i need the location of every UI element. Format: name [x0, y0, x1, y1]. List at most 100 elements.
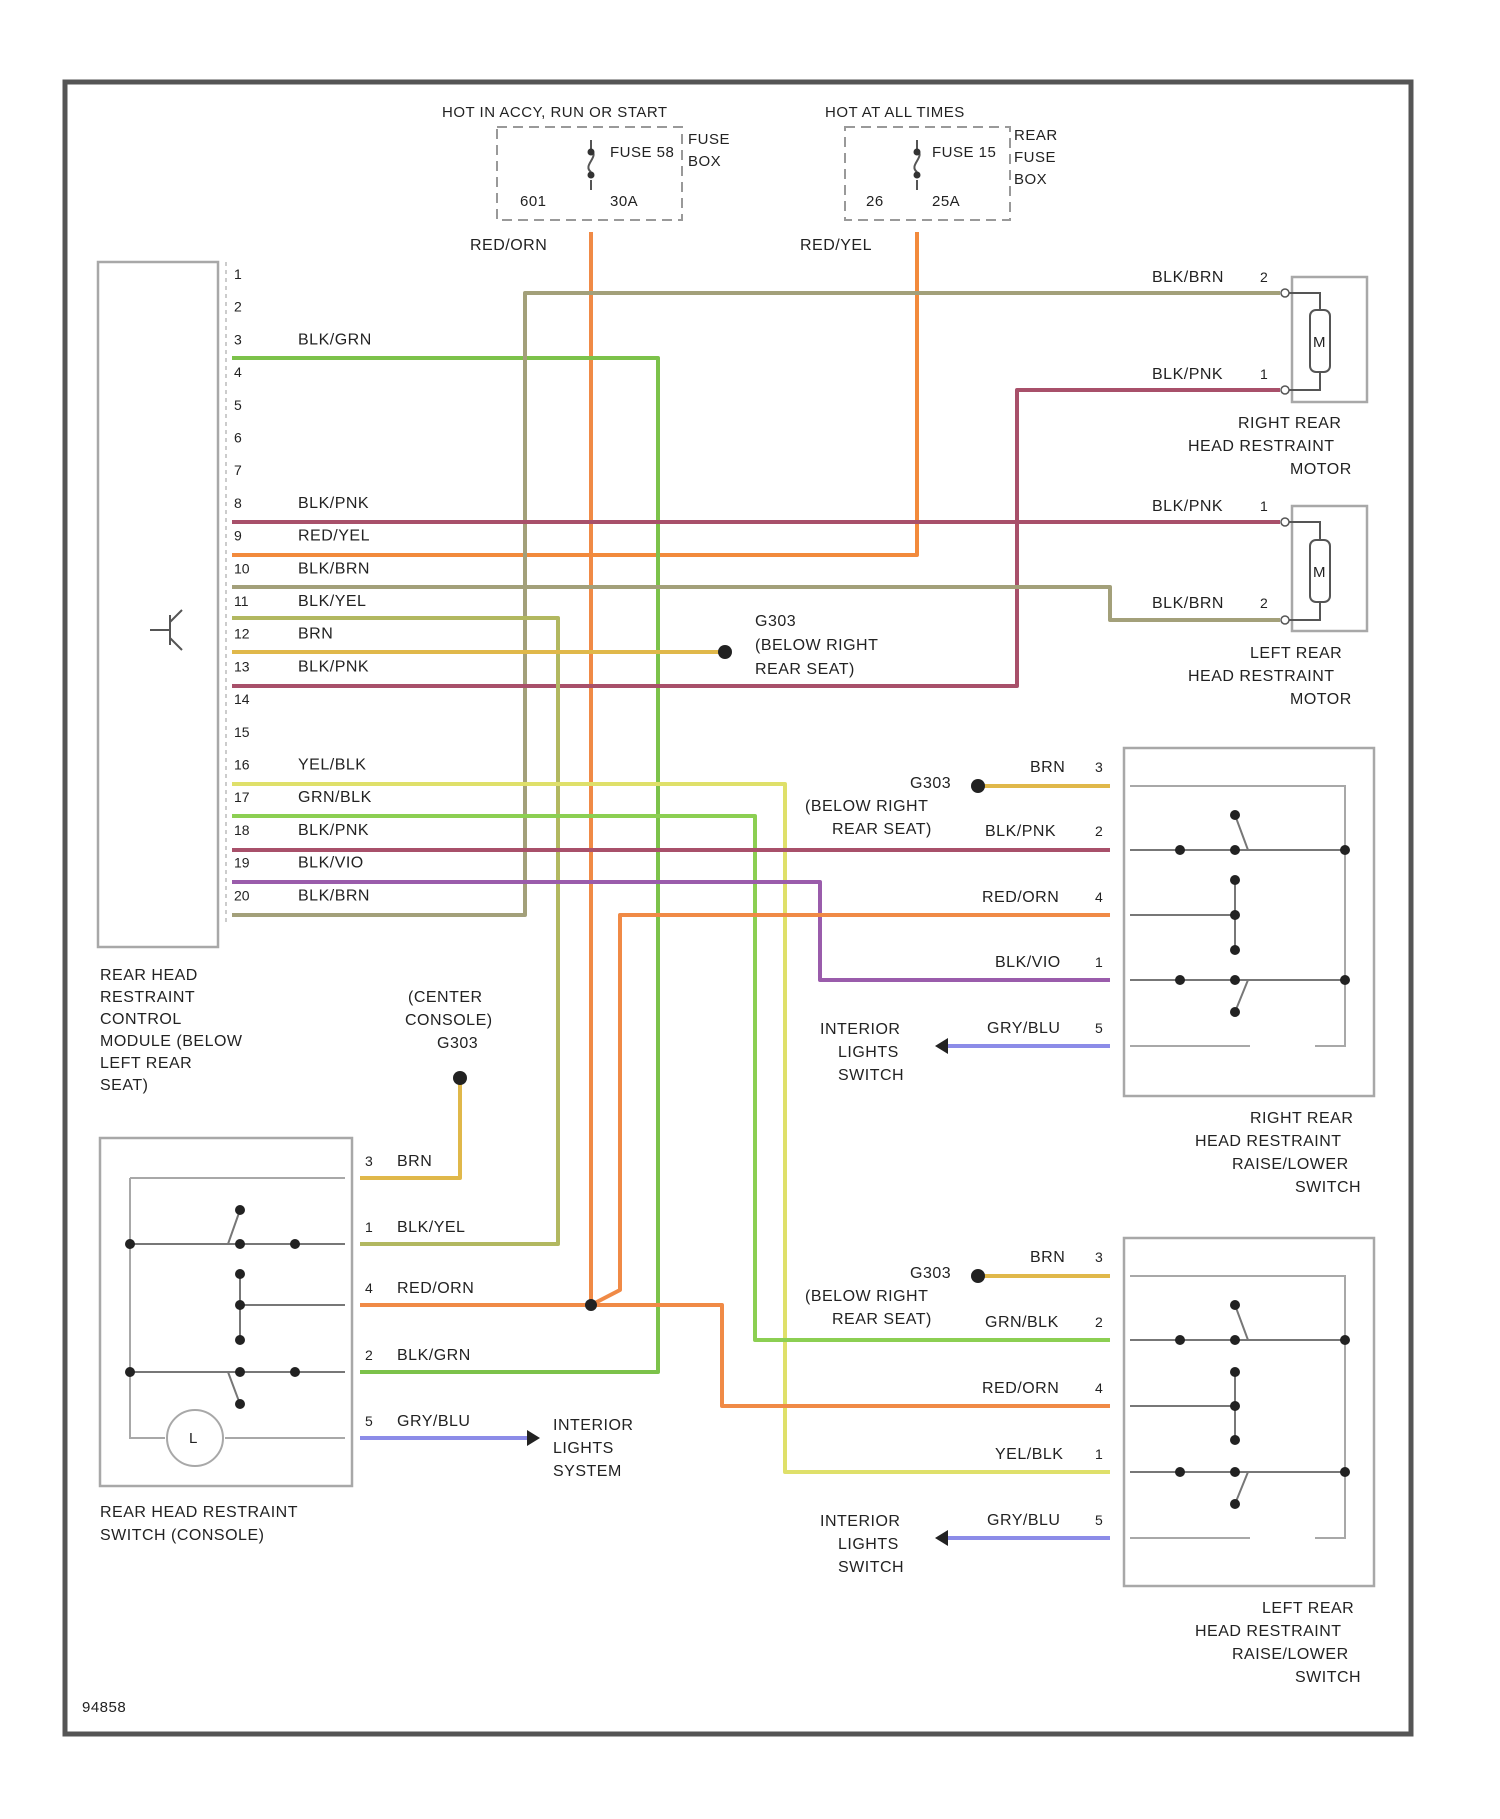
left-switch-lights-2: LIGHTS: [838, 1536, 899, 1553]
fuse-left-box-1: FUSE: [688, 131, 730, 148]
module-pin-4: 4: [234, 364, 242, 380]
module-pin-20-wire: BLK/BRN: [298, 887, 370, 904]
module-pin-1: 1: [234, 266, 242, 282]
console-pin-4: 4: [365, 1280, 373, 1296]
module-pin-7: 7: [234, 462, 242, 478]
module-label-4: MODULE (BELOW: [100, 1033, 243, 1050]
console-lights-2: LIGHTS: [553, 1440, 614, 1457]
left-switch-ground-1: G303: [910, 1265, 951, 1282]
right-switch-lights-1: INTERIOR: [820, 1021, 900, 1038]
module-transistor-icon: [150, 610, 182, 650]
left-motor-symbol: M: [1313, 564, 1326, 581]
console-arrow-icon: [527, 1430, 540, 1446]
module-pin-18: 18: [234, 822, 250, 838]
console-ground-icon: [453, 1071, 467, 1085]
fuse-right-header: HOT AT ALL TIMES: [825, 104, 965, 121]
left-motor-pin-2: 2: [1260, 595, 1268, 611]
right-switch-label-2: HEAD RESTRAINT: [1195, 1133, 1342, 1150]
module-pin-12: 12: [234, 626, 250, 642]
console-pin-2: 2: [365, 1347, 373, 1363]
console-wire-3: BRN: [397, 1153, 432, 1170]
module-pin-9-wire: RED/YEL: [298, 528, 370, 545]
console-label-1: REAR HEAD RESTRAINT: [100, 1504, 298, 1521]
right-switch-ground-2: (BELOW RIGHT: [805, 798, 928, 815]
left-switch-ground-3: REAR SEAT): [832, 1311, 932, 1328]
module-pin-18-wire: BLK/PNK: [298, 822, 369, 839]
module-label-6: SEAT): [100, 1077, 148, 1094]
module-pin-17-wire: GRN/BLK: [298, 789, 372, 806]
module-pin-11-wire: BLK/YEL: [298, 593, 366, 610]
fuse-box-right: HOT AT ALL TIMES FUSE 15 REAR FUSE BOX 2…: [800, 104, 1058, 254]
left-switch-lights-1: INTERIOR: [820, 1513, 900, 1530]
console-lights-1: INTERIOR: [553, 1417, 633, 1434]
module-label-5: LEFT REAR: [100, 1055, 192, 1072]
left-switch-pin-3: 3: [1095, 1249, 1103, 1265]
right-motor-label-2: HEAD RESTRAINT: [1188, 438, 1335, 455]
console-wire-1: BLK/YEL: [397, 1219, 465, 1236]
right-rear-motor: M BLK/BRN 2 BLK/PNK 1 RIGHT REAR HEAD RE…: [1152, 269, 1367, 478]
right-switch-ground-1: G303: [910, 775, 951, 792]
fuse-left-amps: 30A: [610, 193, 638, 210]
left-motor-label-1: LEFT REAR: [1250, 645, 1342, 662]
right-switch-arrow-icon: [935, 1038, 948, 1054]
right-switch-pin-1: 1: [1095, 954, 1103, 970]
console-label-2: SWITCH (CONSOLE): [100, 1527, 264, 1544]
left-motor-wire-1: BLK/PNK: [1152, 498, 1223, 515]
fuse-left-box-2: BOX: [688, 153, 721, 170]
left-switch-label-4: SWITCH: [1295, 1669, 1361, 1686]
left-motor-label-2: HEAD RESTRAINT: [1188, 668, 1335, 685]
console-ground-3: G303: [437, 1035, 478, 1052]
console-lights-3: SYSTEM: [553, 1463, 622, 1480]
module-pin-3-wire: BLK/GRN: [298, 331, 372, 348]
module-pin-17: 17: [234, 789, 250, 805]
module-pin-13: 13: [234, 658, 250, 674]
right-motor-wire-1: BLK/PNK: [1152, 366, 1223, 383]
left-switch-lights-3: SWITCH: [838, 1559, 904, 1576]
wire-blk-yel: [232, 618, 558, 1244]
console-pin-3: 3: [365, 1153, 373, 1169]
left-switch-wire-1: YEL/BLK: [995, 1446, 1063, 1463]
left-switch-arrow-icon: [935, 1530, 948, 1546]
right-switch-wire-3: BRN: [1030, 759, 1065, 776]
wire-red-orn-right-switch: [591, 915, 1110, 1305]
module-pin-2: 2: [234, 299, 242, 315]
right-switch-ground-icon: [971, 779, 985, 793]
fuse-left-val: 601: [520, 193, 547, 210]
left-switch-ground-2: (BELOW RIGHT: [805, 1288, 928, 1305]
console-pin-1: 1: [365, 1219, 373, 1235]
module-label-1: REAR HEAD: [100, 967, 198, 984]
fuse-right-val: 26: [866, 193, 884, 210]
right-motor-pin-1: 1: [1260, 366, 1268, 382]
right-switch-label-4: SWITCH: [1295, 1179, 1361, 1196]
left-switch-pin-4: 4: [1095, 1380, 1103, 1396]
ground-mid-label-3: REAR SEAT): [755, 661, 855, 678]
module-pin-6: 6: [234, 430, 242, 446]
fuse-right-box-1: REAR: [1014, 127, 1058, 144]
module-pin-8-wire: BLK/PNK: [298, 495, 369, 512]
ground-mid-icon: [718, 645, 732, 659]
fuse-left-header: HOT IN ACCY, RUN OR START: [442, 104, 668, 121]
module-pin-10-wire: BLK/BRN: [298, 560, 370, 577]
right-switch-ground-3: REAR SEAT): [832, 821, 932, 838]
fuse-right-box-3: BOX: [1014, 171, 1047, 188]
module-pin-15: 15: [234, 724, 250, 740]
left-motor-wire-2: BLK/BRN: [1152, 595, 1224, 612]
right-motor-wire-2: BLK/BRN: [1152, 269, 1224, 286]
console-wire-4: RED/ORN: [397, 1280, 474, 1297]
right-motor-label-3: MOTOR: [1290, 461, 1352, 478]
module-pin-11: 11: [234, 593, 249, 609]
module-pin-10: 10: [234, 560, 250, 576]
left-switch-ground-icon: [971, 1269, 985, 1283]
module-pin-19-wire: BLK/VIO: [298, 855, 364, 872]
right-switch-pin-2: 2: [1095, 823, 1103, 839]
fuse-left-number: FUSE 58: [610, 144, 674, 161]
module-pin-3: 3: [234, 331, 242, 347]
left-switch-pin-1: 1: [1095, 1446, 1103, 1462]
fuse-right-number: FUSE 15: [932, 144, 996, 161]
module-pin-13-wire: BLK/PNK: [298, 658, 369, 675]
right-switch-pin-4: 4: [1095, 889, 1103, 905]
ground-mid-label-2: (BELOW RIGHT: [755, 637, 878, 654]
left-switch-wire-5: GRY/BLU: [987, 1512, 1060, 1529]
